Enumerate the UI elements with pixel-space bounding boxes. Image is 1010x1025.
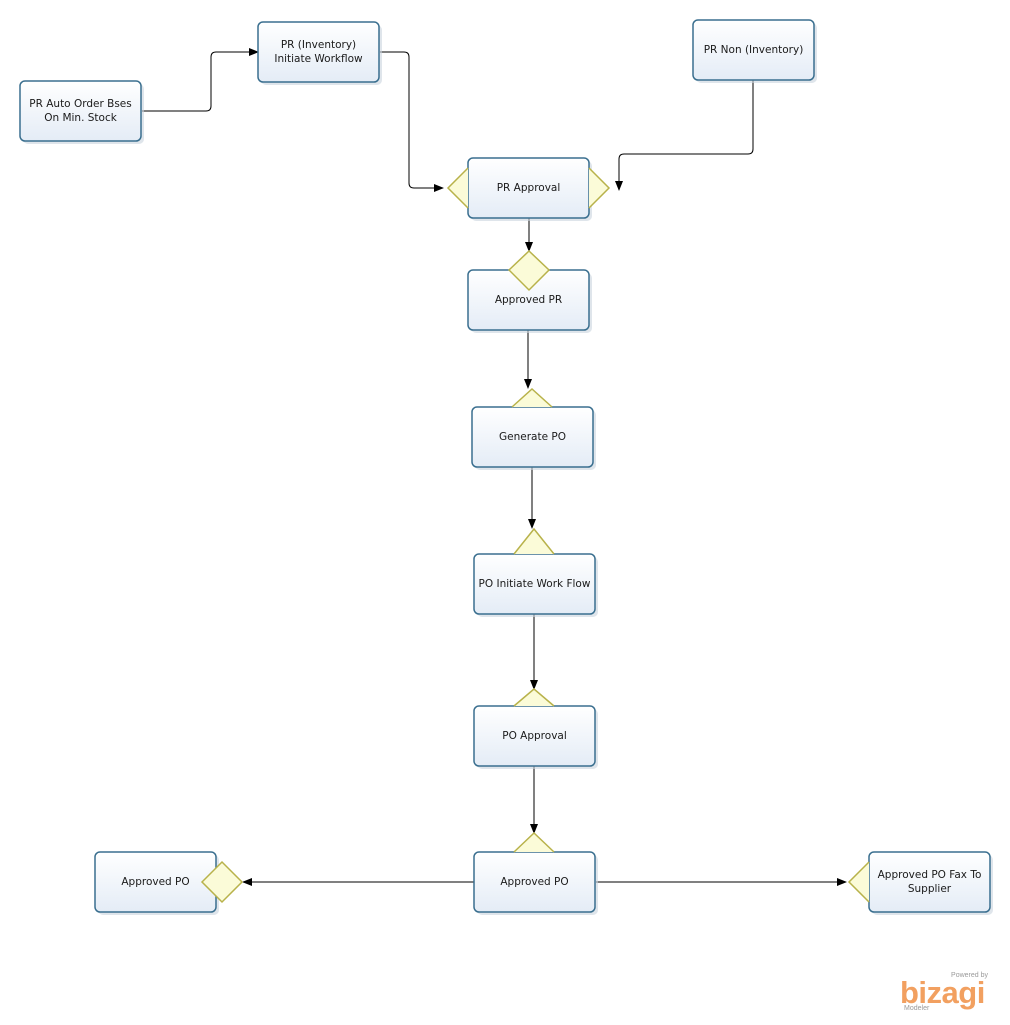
connectors — [142, 48, 847, 886]
task-label-pr-auto-order: PR Auto Order Bses On Min. Stock — [29, 98, 132, 124]
flow-auto-order-to-pr-inventory[interactable] — [142, 48, 259, 112]
task-pr-non-inventory[interactable] — [692, 19, 815, 81]
brand-product: Modeler — [904, 1005, 930, 1012]
gateway-po-initiate-top[interactable] — [513, 527, 555, 555]
task-label-generate-po: Generate PO — [499, 431, 566, 443]
gateway-approved-pr-top[interactable] — [507, 249, 551, 292]
task-label-pr-inventory-workflow: PR (Inventory) Initiate Workflow — [274, 39, 363, 65]
tasks — [19, 19, 993, 915]
task-label-approved-pr: Approved PR — [494, 294, 563, 306]
gateway-po-approval-top[interactable] — [513, 688, 555, 707]
flow-pr-non-inventory-to-pr-approval[interactable] — [615, 80, 754, 191]
task-label-po-approval: PO Approval — [502, 730, 567, 742]
gateway-pr-approval-left[interactable] — [446, 167, 469, 209]
gateways — [200, 167, 870, 904]
bizagi-logo: Powered by bizagi Modeler — [900, 972, 992, 1012]
gateway-approved-po-left[interactable] — [200, 860, 244, 904]
gateway-approved-po-top[interactable] — [513, 831, 555, 853]
task-label-pr-approval: PR Approval — [496, 182, 561, 194]
task-label-po-initiate-workflow: PO Initiate Work Flow — [478, 578, 591, 590]
task-label-pr-non-inventory: PR Non (Inventory) — [703, 44, 804, 56]
gateway-pr-approval-right[interactable] — [588, 167, 611, 209]
task-label-approved-po-left: Approved PO — [121, 876, 190, 888]
task-label-approved-po-center: Approved PO — [500, 876, 569, 888]
task-pr-inventory-workflow[interactable] — [257, 21, 380, 83]
flow-pr-inventory-to-pr-approval[interactable] — [380, 51, 444, 192]
task-label-approved-po-fax: Approved PO Fax To Supplier — [877, 869, 982, 895]
task-pr-auto-order[interactable] — [19, 80, 142, 142]
brand-name: bizagi — [900, 975, 985, 1010]
powered-by-text: Powered by — [951, 972, 988, 979]
gateway-generate-po-top[interactable] — [511, 387, 553, 408]
gateway-approved-po-fax[interactable] — [847, 861, 870, 903]
